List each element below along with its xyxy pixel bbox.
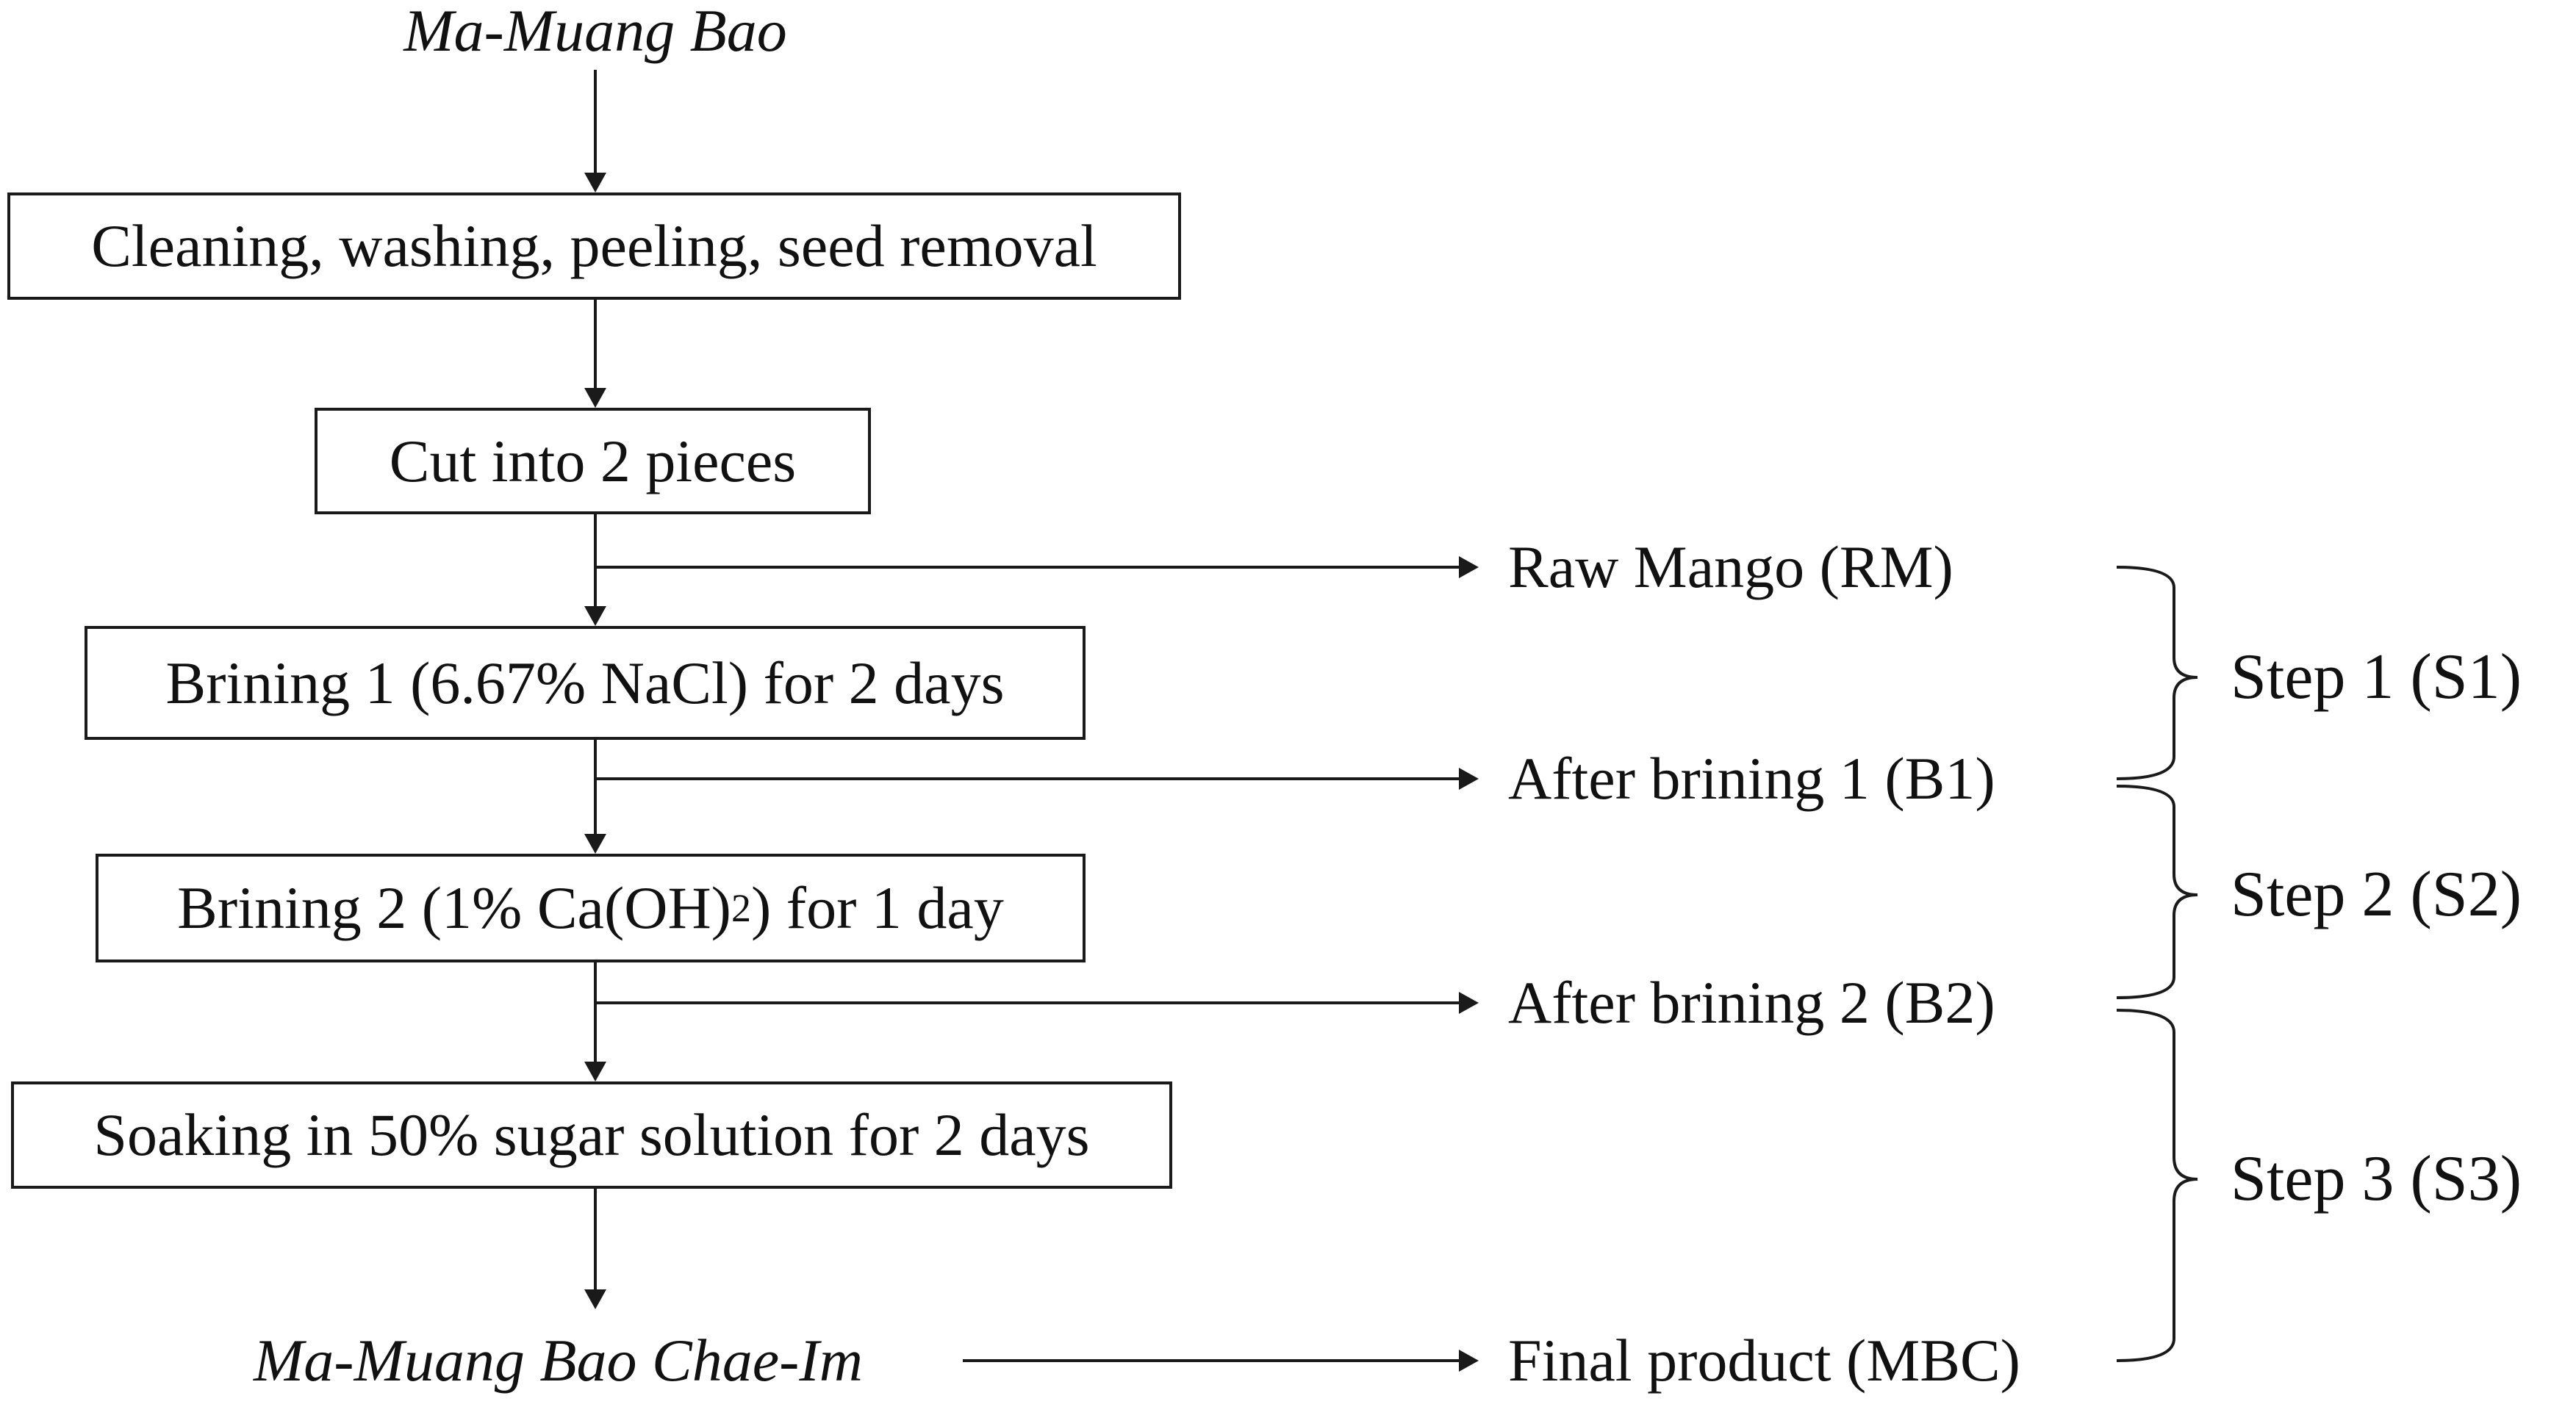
step-cleaning-box: Cleaning, washing, peeling, seed removal: [7, 192, 1181, 300]
brining2-subscript: 2: [731, 886, 751, 930]
brining2-text-pre: Brining 2 (1% Ca(OH): [177, 874, 731, 941]
step-brining2-box: Brining 2 (1% Ca(OH)2) for 1 day: [96, 854, 1086, 962]
sample-final: Final product (MBC): [1508, 1327, 2020, 1394]
brace-step-1: [2116, 566, 2198, 780]
step-brining1-box: Brining 1 (6.67% NaCl) for 2 days: [85, 626, 1086, 740]
brace-step-3: [2116, 1009, 2198, 1362]
start-label: Ma-Muang Bao: [403, 0, 787, 64]
step-cut-box: Cut into 2 pieces: [315, 408, 871, 514]
stage-step-1: Step 1 (S1): [2231, 641, 2522, 713]
sample-raw-mango: Raw Mango (RM): [1508, 533, 1953, 600]
stage-step-2: Step 2 (S2): [2231, 859, 2522, 930]
brining2-text-post: ) for 1 day: [751, 874, 1004, 941]
end-label: Ma-Muang Bao Chae-Im: [254, 1327, 863, 1394]
sample-b2: After brining 2 (B2): [1508, 969, 1995, 1036]
step-soaking-box: Soaking in 50% sugar solution for 2 days: [11, 1081, 1172, 1189]
sample-b1: After brining 1 (B1): [1508, 745, 1995, 812]
stage-step-3: Step 3 (S3): [2231, 1143, 2522, 1214]
brace-step-2: [2116, 785, 2198, 999]
